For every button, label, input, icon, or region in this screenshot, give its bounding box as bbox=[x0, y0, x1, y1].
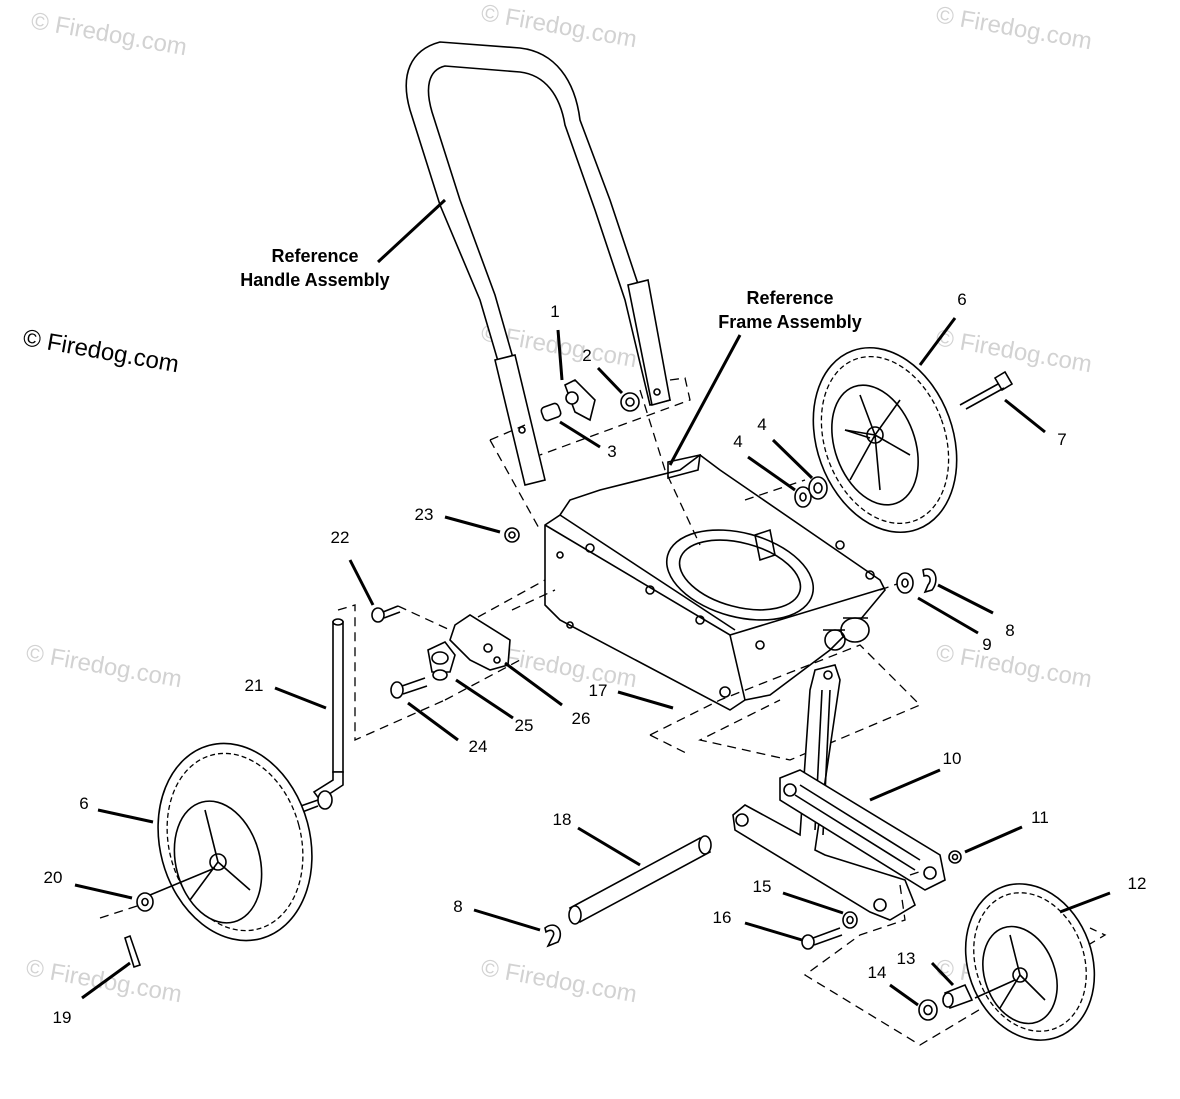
handle-reference-line2: Handle Assembly bbox=[240, 270, 389, 290]
watermark-2: © Firedog.com bbox=[479, 0, 639, 53]
watermark-1: © Firedog.com bbox=[29, 7, 189, 61]
pivot-bracket bbox=[449, 614, 511, 671]
watermark-8: © Firedog.com bbox=[934, 639, 1094, 693]
part-number-15: 15 bbox=[753, 877, 772, 896]
part-number-11: 11 bbox=[1031, 808, 1049, 827]
spacer bbox=[540, 402, 562, 422]
part-number-10: 10 bbox=[943, 749, 962, 768]
part-number-24: 24 bbox=[469, 737, 488, 756]
washers-upper bbox=[794, 476, 828, 508]
watermark-10: © Firedog.com bbox=[479, 954, 639, 1008]
nut-11 bbox=[948, 850, 962, 864]
part-number-22: 22 bbox=[331, 528, 350, 547]
washer-20 bbox=[136, 892, 154, 912]
hex-nut-top bbox=[504, 527, 520, 543]
cotter-pin-19 bbox=[124, 934, 142, 969]
part-number-6-lower: 6 bbox=[79, 794, 88, 813]
part-number-7: 7 bbox=[1057, 430, 1066, 449]
caster-frame bbox=[732, 664, 946, 921]
handle-knob bbox=[564, 379, 596, 422]
wheel-lower-left bbox=[149, 742, 313, 942]
part-number-8-lower: 8 bbox=[453, 897, 462, 916]
part-number-14: 14 bbox=[868, 963, 887, 982]
frame-reference-line2: Frame Assembly bbox=[718, 312, 861, 332]
part-number-23: 23 bbox=[415, 505, 434, 524]
part-number-9: 9 bbox=[982, 635, 991, 654]
part-number-2: 2 bbox=[582, 346, 591, 365]
pivot-block bbox=[427, 641, 456, 681]
bolt-16 bbox=[801, 927, 843, 950]
copyright-mark: © Firedog.com bbox=[21, 324, 181, 378]
part-number-25: 25 bbox=[515, 716, 534, 735]
frame-assembly bbox=[544, 453, 886, 711]
part-number-20: 20 bbox=[44, 868, 63, 887]
rear-axle bbox=[568, 835, 712, 925]
part-number-17: 17 bbox=[589, 681, 608, 700]
watermark-5: © Firedog.com bbox=[934, 324, 1094, 378]
part-number-18: 18 bbox=[553, 810, 572, 829]
part-number-13: 13 bbox=[897, 949, 916, 968]
part-number-8-right: 8 bbox=[1005, 621, 1014, 640]
wheel-upper-right bbox=[812, 346, 958, 534]
part-number-3: 3 bbox=[607, 442, 616, 461]
washer-15 bbox=[842, 911, 858, 929]
carriage-bolt-24 bbox=[390, 677, 428, 699]
part-number-6-upper: 6 bbox=[957, 290, 966, 309]
washer-and-ring-right bbox=[896, 568, 937, 594]
carriage-bolt-22 bbox=[371, 605, 401, 623]
nut-14 bbox=[918, 999, 938, 1021]
part-number-21: 21 bbox=[245, 676, 264, 695]
part-number-12: 12 bbox=[1128, 874, 1147, 893]
wheel-lower-right bbox=[964, 883, 1096, 1041]
part-number-4a: 4 bbox=[733, 432, 742, 451]
watermark-6: © Firedog.com bbox=[24, 639, 184, 693]
steering-rod bbox=[294, 618, 344, 815]
spacer-13 bbox=[942, 983, 974, 1010]
reference-labels: Reference Handle Assembly Reference Fram… bbox=[240, 246, 861, 332]
watermark-3: © Firedog.com bbox=[934, 1, 1094, 55]
leader-lines bbox=[74, 198, 1111, 1007]
part-number-16: 16 bbox=[713, 908, 732, 927]
part-number-4b: 4 bbox=[757, 415, 766, 434]
lock-nut bbox=[620, 392, 640, 412]
handle-reference-line1: Reference bbox=[271, 246, 358, 266]
part-number-1: 1 bbox=[550, 302, 559, 321]
frame-reference-line1: Reference bbox=[746, 288, 833, 308]
part-number-19: 19 bbox=[53, 1008, 72, 1027]
shoulder-bolt bbox=[959, 370, 1014, 410]
e-ring-lower bbox=[544, 924, 562, 948]
handle-assembly bbox=[405, 41, 671, 486]
part-number-26: 26 bbox=[572, 709, 591, 728]
part-numbers: 1 2 3 4 4 6 6 7 8 8 9 10 11 12 13 14 15 … bbox=[44, 290, 1147, 1027]
